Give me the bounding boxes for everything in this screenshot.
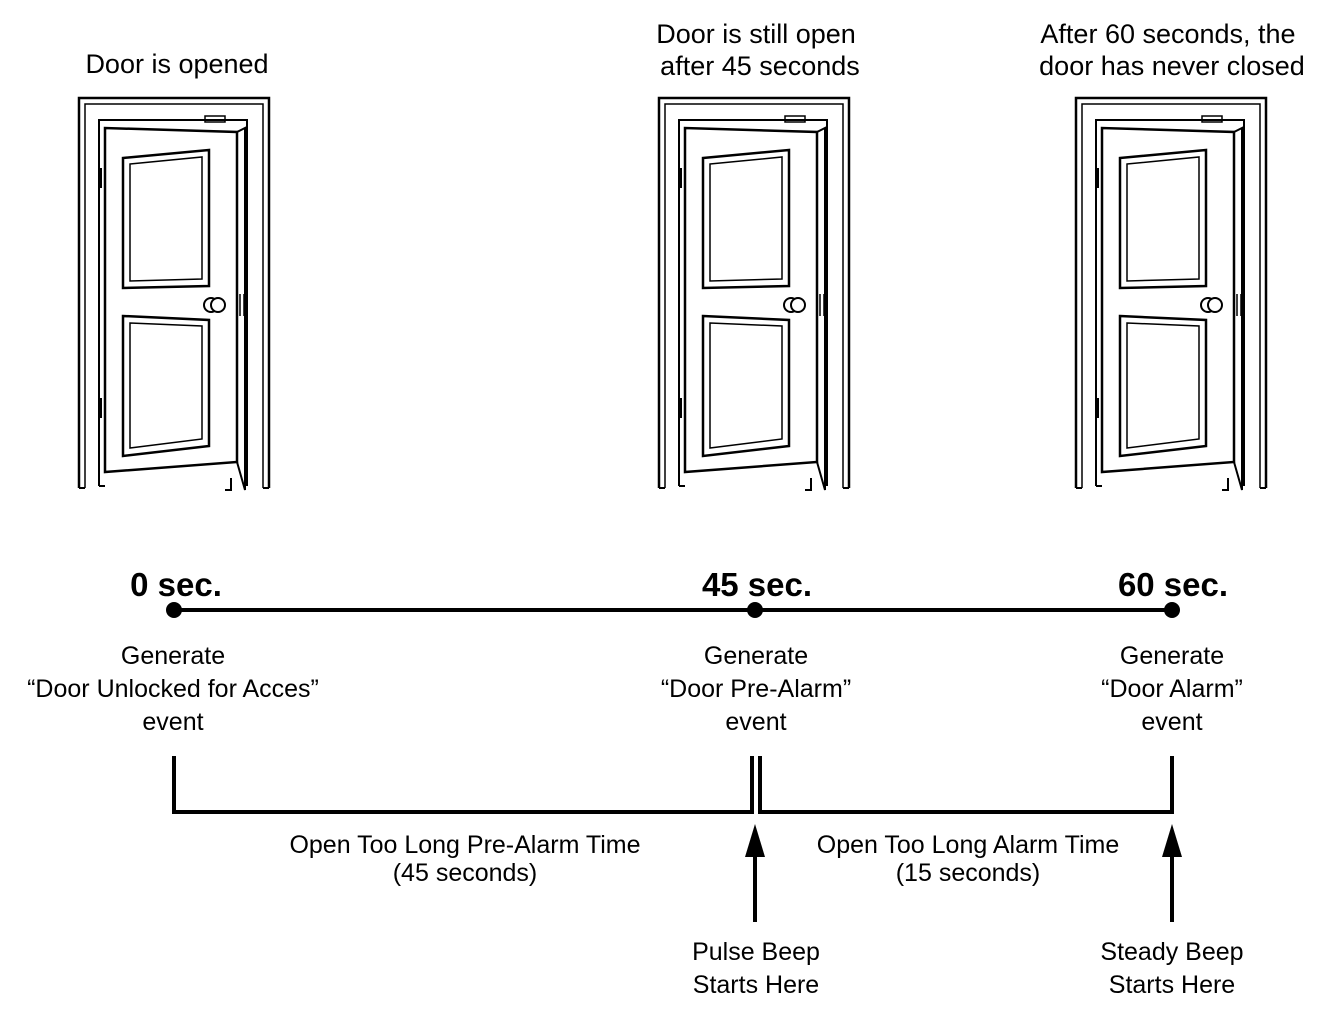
tick-label-0-sec: 0 sec. bbox=[130, 566, 222, 603]
pulse-beep-label-line-1: Pulse Beep bbox=[692, 938, 820, 966]
event-45-line-2: “Door Pre-Alarm” bbox=[661, 675, 851, 703]
event-60-line-3: event bbox=[1141, 708, 1202, 736]
alarm-interval-label-line-2: (15 seconds) bbox=[896, 859, 1041, 887]
pre-alarm-interval-bracket bbox=[172, 756, 754, 814]
pulse-beep-label-line-2: Starts Here bbox=[693, 971, 819, 999]
open-door-illustration-2 bbox=[657, 96, 851, 491]
tick-label-45-sec: 45 sec. bbox=[702, 566, 812, 603]
open-door-illustration-1 bbox=[77, 96, 271, 491]
door-3-caption-line-2: door has never closed bbox=[1039, 51, 1305, 81]
event-0-line-3: event bbox=[142, 708, 203, 736]
event-45-line-3: event bbox=[725, 708, 786, 736]
steady-beep-label-line-1: Steady Beep bbox=[1100, 938, 1243, 966]
event-45-line-1: Generate bbox=[704, 642, 808, 670]
timeline-dot-45-sec bbox=[747, 602, 763, 618]
event-0-line-1: Generate bbox=[121, 642, 225, 670]
open-door-illustration-3 bbox=[1074, 96, 1268, 491]
steady-beep-arrow bbox=[1162, 824, 1182, 922]
event-60-line-1: Generate bbox=[1120, 642, 1224, 670]
alarm-interval-bracket bbox=[758, 756, 1174, 814]
tick-label-60-sec: 60 sec. bbox=[1118, 566, 1228, 603]
pulse-beep-arrow bbox=[745, 824, 765, 922]
timeline-dot-0-sec bbox=[166, 602, 182, 618]
door-2-caption-line-2: after 45 seconds bbox=[660, 51, 860, 81]
event-60-line-2: “Door Alarm” bbox=[1101, 675, 1243, 703]
pre-alarm-interval-label-line-2: (45 seconds) bbox=[393, 859, 538, 887]
door-1-caption-line-1: Door is opened bbox=[85, 49, 268, 79]
alarm-interval-label-line-1: Open Too Long Alarm Time bbox=[817, 831, 1120, 859]
event-0-line-2: “Door Unlocked for Acces” bbox=[27, 675, 319, 703]
pre-alarm-interval-label-line-1: Open Too Long Pre-Alarm Time bbox=[289, 831, 640, 859]
door-2-caption-line-1: Door is still open bbox=[656, 19, 856, 49]
timeline-dot-60-sec bbox=[1164, 602, 1180, 618]
steady-beep-label-line-2: Starts Here bbox=[1109, 971, 1235, 999]
door-3-caption-line-1: After 60 seconds, the bbox=[1040, 19, 1295, 49]
